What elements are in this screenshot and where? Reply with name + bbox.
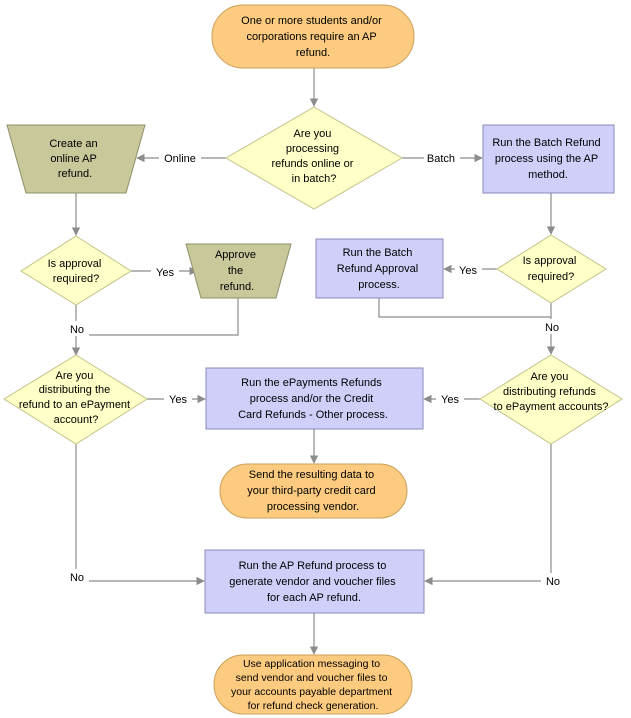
create-online-manual-op bbox=[6, 124, 146, 194]
edge-label-no-epay-right: No bbox=[546, 576, 560, 588]
approve-refund-label: Approve the refund. bbox=[215, 249, 259, 293]
start-label: One or more students and/or corporations… bbox=[241, 15, 385, 59]
send-data-terminal bbox=[219, 463, 408, 519]
ap-refund-process bbox=[204, 549, 425, 614]
edge-epay-no-left bbox=[75, 444, 205, 586]
batch-approval-process bbox=[315, 238, 444, 299]
online-or-batch-label: Are you processing refunds online or in … bbox=[271, 128, 356, 185]
epay-right-decision bbox=[479, 354, 623, 445]
edge-approve-merge bbox=[76, 298, 239, 336]
messaging-terminal bbox=[213, 654, 413, 715]
edge-label-backgrounds bbox=[65, 150, 565, 588]
batch-refund-label: Run the Batch Refund process using the A… bbox=[492, 137, 603, 181]
ap-refund-label: Run the AP Refund process to generate ve… bbox=[229, 560, 398, 604]
online-or-batch-decision bbox=[225, 106, 403, 210]
start-terminal bbox=[211, 4, 415, 69]
edge-label-yes-epay-right: Yes bbox=[441, 394, 459, 406]
edge-label-online: Online bbox=[164, 153, 196, 165]
epayments-process bbox=[205, 367, 424, 430]
edge-label-yes-approval-left: Yes bbox=[156, 267, 174, 279]
approval-right-label: Is approval required? bbox=[523, 255, 580, 283]
shapes bbox=[3, 4, 623, 715]
epayments-label: Run the ePayments Refunds process and/or… bbox=[238, 377, 388, 421]
edge-labels: Online Batch Yes Yes No No Yes Yes No No bbox=[70, 153, 560, 588]
epay-left-decision bbox=[3, 354, 148, 445]
edge-epay-no-right bbox=[424, 444, 552, 586]
edge-label-yes-approval-right: Yes bbox=[459, 265, 477, 277]
edge-label-no-approval-merge: No bbox=[70, 324, 84, 336]
send-data-label: Send the resulting data to your third-pa… bbox=[247, 469, 378, 513]
edge-label-batch: Batch bbox=[427, 153, 455, 165]
create-online-label: Create an online AP refund. bbox=[49, 138, 100, 180]
approval-left-decision bbox=[20, 235, 132, 306]
approve-refund-manual-op bbox=[185, 243, 292, 299]
edge-label-no-approval-right: No bbox=[545, 322, 559, 334]
batch-approval-label: Run the Batch Refund Approval process. bbox=[337, 247, 421, 291]
messaging-label: Use application messaging to send vendor… bbox=[231, 658, 395, 712]
approval-right-decision bbox=[496, 234, 607, 304]
edge-label-yes-epay-left: Yes bbox=[169, 394, 187, 406]
approval-left-label: Is approval required? bbox=[48, 258, 105, 285]
epay-right-label: Are you distributing refunds to ePayment… bbox=[494, 371, 609, 413]
epay-left-label: Are you distributing the refund to an eP… bbox=[19, 370, 133, 426]
edge-label-no-epay-left: No bbox=[70, 572, 84, 584]
batch-refund-process bbox=[482, 124, 615, 194]
node-labels: One or more students and/or corporations… bbox=[19, 15, 609, 712]
edge-batch-approval-merge bbox=[378, 298, 551, 318]
